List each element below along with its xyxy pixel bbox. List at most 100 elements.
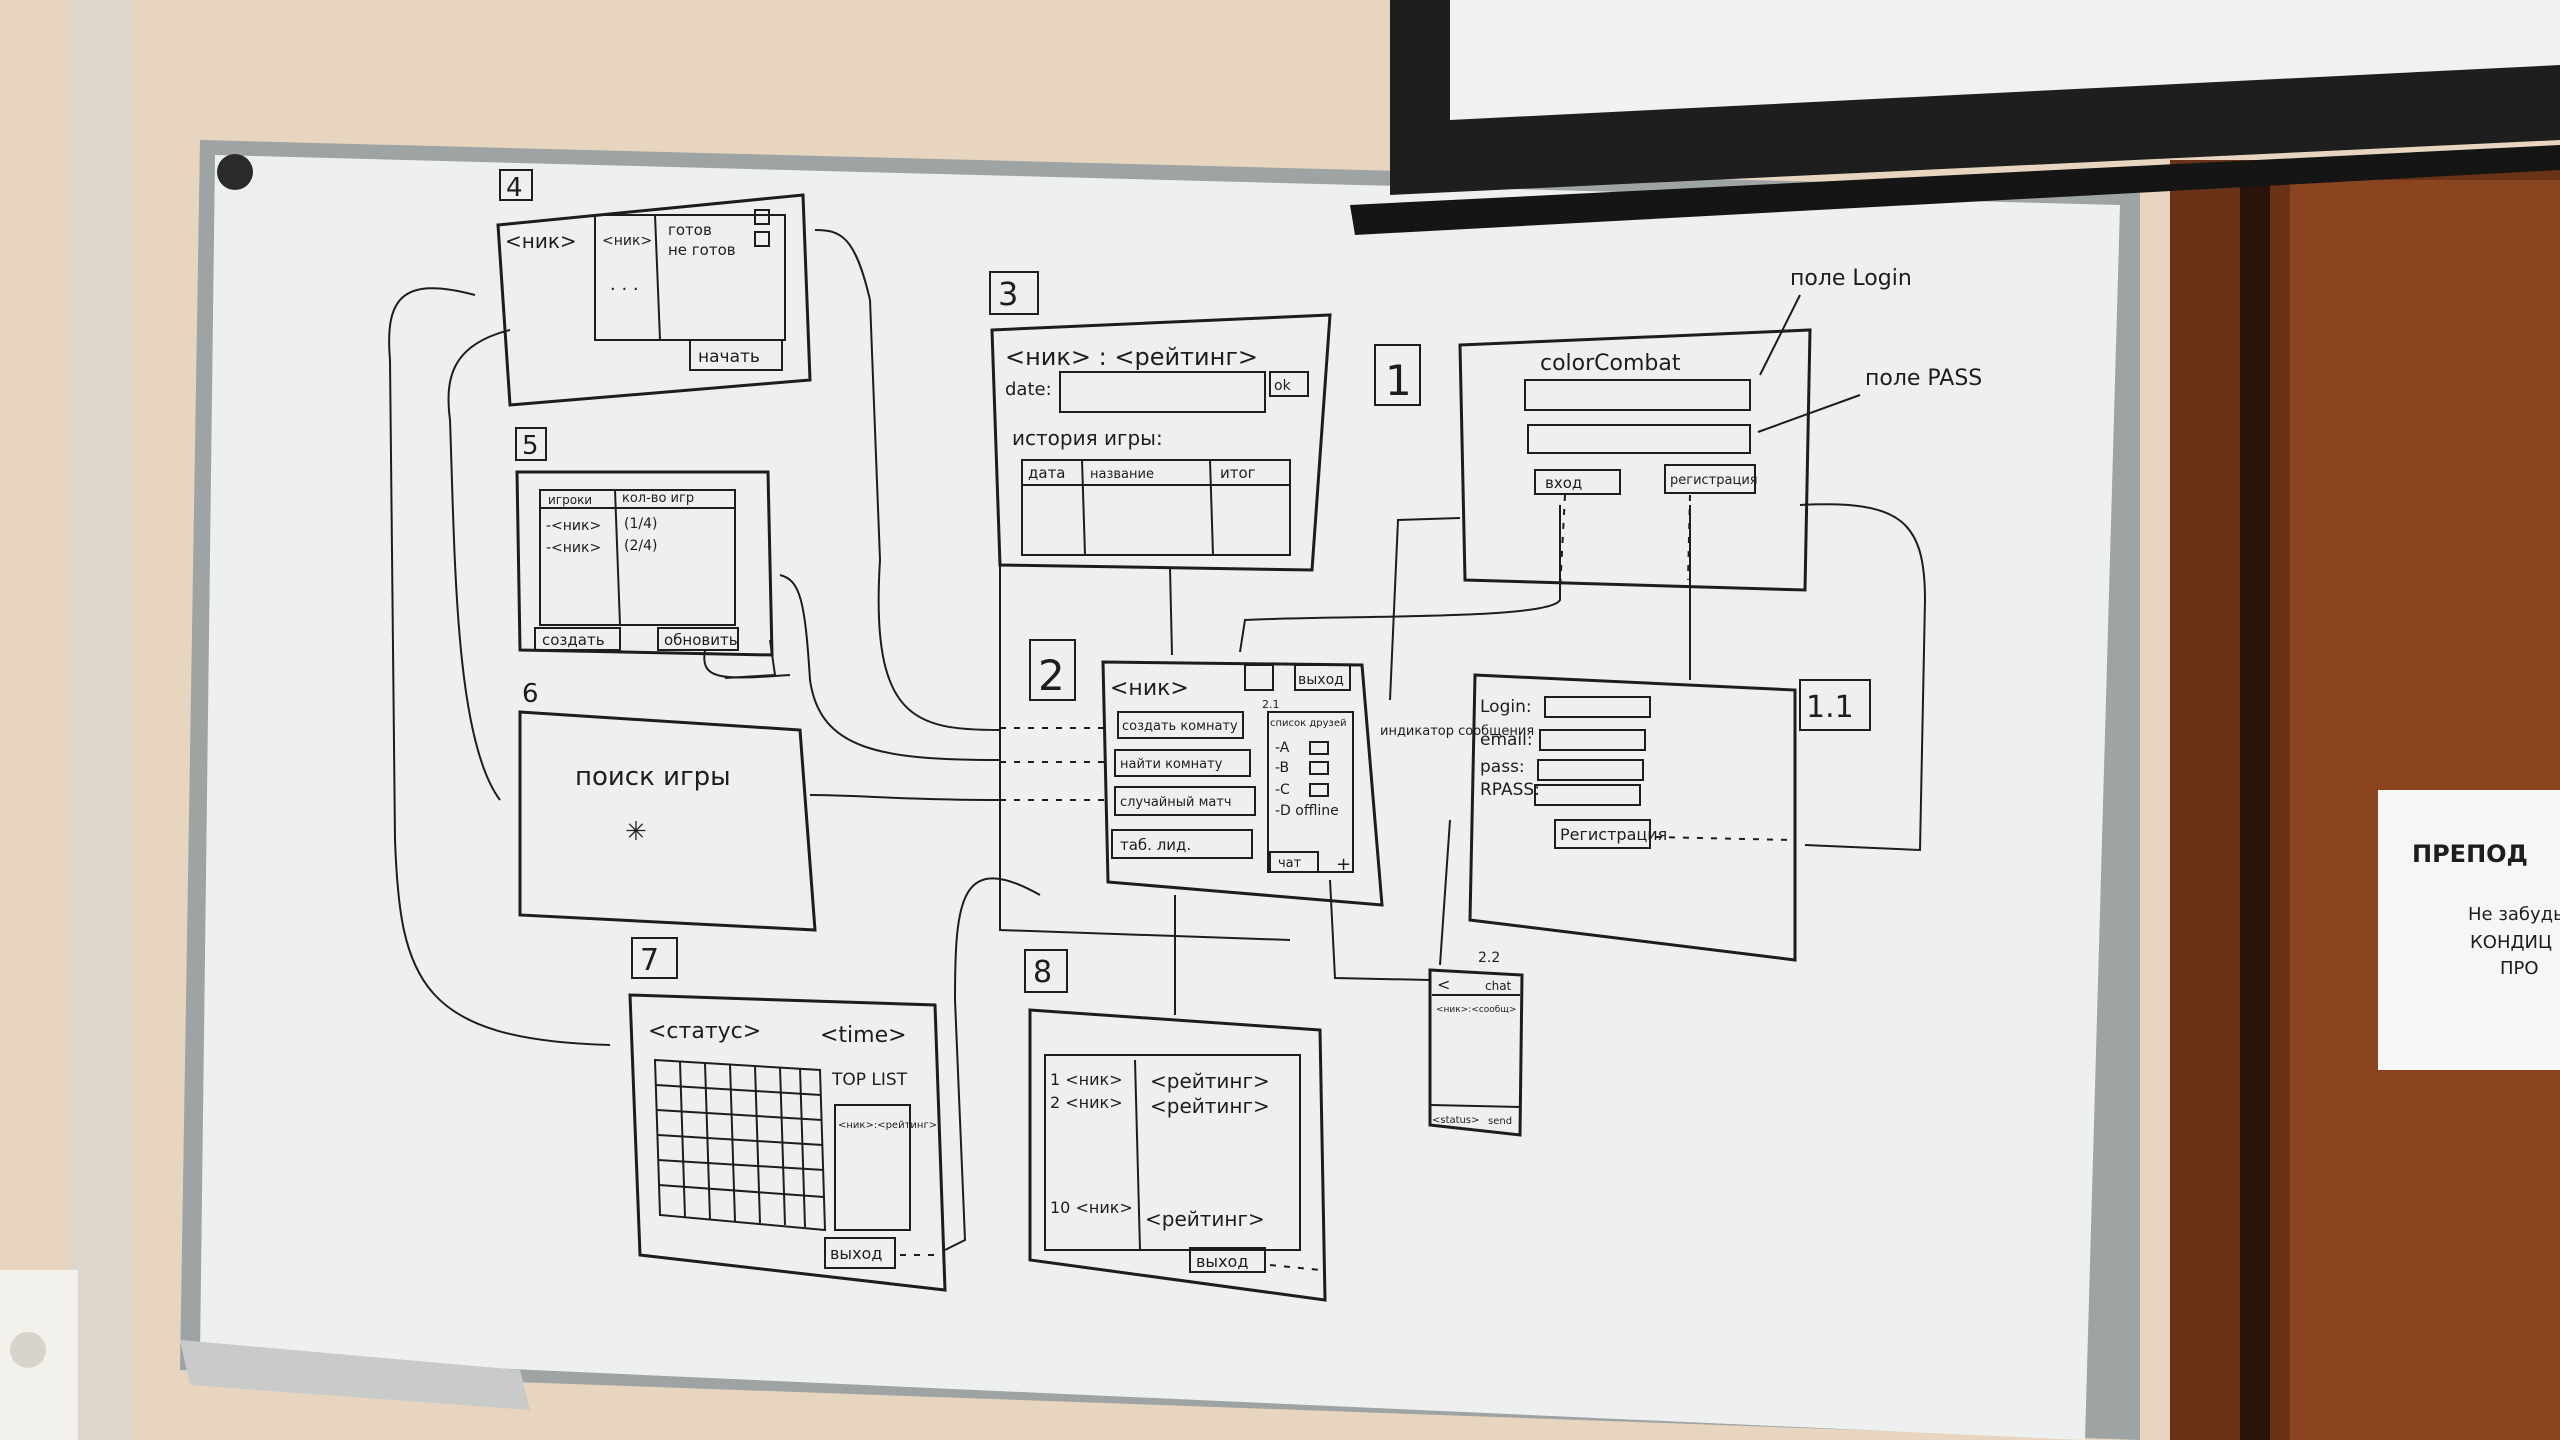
s11-l4: RPASS: bbox=[1480, 780, 1540, 800]
s4-col1: <ник> bbox=[602, 233, 652, 249]
s2-indicator: индикатор сообщения bbox=[1380, 724, 1534, 739]
sketch-2-2-chat: 2.2 < chat <ник>:<сообщ> <status> send bbox=[1428, 950, 1524, 1137]
s3-header: <ник> : <рейтинг> bbox=[1005, 343, 1258, 371]
sign-title: ПРЕПОД bbox=[2412, 840, 2528, 868]
sketch-3-profile: 3 <ник> : <рейтинг> date: ok история игр… bbox=[989, 271, 1332, 572]
s8-r1a: 1 <ник> bbox=[1050, 1070, 1123, 1089]
s22-send: send bbox=[1488, 1116, 1512, 1127]
door-gap bbox=[2240, 170, 2270, 1440]
s8-r2a: 2 <ник> bbox=[1050, 1093, 1123, 1112]
s8-r2b: <рейтинг> bbox=[1150, 1094, 1270, 1118]
s4-start-btn: начать bbox=[698, 347, 760, 367]
sketch-1-login: 1 colorCombat вход регистрация поле Logi… bbox=[1374, 266, 1982, 592]
s2-exit: выход bbox=[1298, 672, 1344, 688]
s5-r1b: (1/4) bbox=[624, 516, 657, 532]
board-surface bbox=[200, 155, 2120, 1440]
s5-btn-refresh: обновить bbox=[664, 631, 738, 649]
board-magnet bbox=[217, 154, 253, 190]
s11-register-btn: Регистрация bbox=[1560, 825, 1667, 844]
s5-r1a: -<ник> bbox=[546, 518, 601, 534]
sign-line2: КОНДИЦ bbox=[2470, 932, 2552, 953]
s5-col2: кол-во игр bbox=[622, 491, 694, 506]
s2-f1: -A bbox=[1275, 740, 1290, 756]
s3-date: date: bbox=[1005, 379, 1052, 400]
s22-back: < bbox=[1437, 975, 1450, 994]
s7-toplist-entry: <ник>:<рейтинг> bbox=[838, 1120, 937, 1131]
s22-line: <ник>:<сообщ> bbox=[1436, 1005, 1516, 1015]
s2-friends: список друзей bbox=[1270, 718, 1347, 729]
s1-enter-btn: вход bbox=[1545, 474, 1582, 492]
s11-l1: Login: bbox=[1480, 697, 1532, 717]
s8-r1b: <рейтинг> bbox=[1150, 1069, 1270, 1093]
s2-b1: создать комнату bbox=[1122, 719, 1238, 734]
s1-login-note: поле Login bbox=[1790, 266, 1912, 291]
s4-nick: <ник> bbox=[505, 229, 577, 253]
sketch-2-menu: 2 <ник> выход создать комнату найти комн… bbox=[1029, 639, 1534, 907]
s8-r10b: <рейтинг> bbox=[1145, 1207, 1265, 1231]
s1-num: 1 bbox=[1385, 356, 1412, 405]
s5-col1: игроки bbox=[548, 493, 592, 507]
s3-num: 3 bbox=[998, 275, 1018, 313]
s8-r10a: 10 <ник> bbox=[1050, 1198, 1133, 1217]
sketch-6-search: 6 поиск игры ✳ bbox=[518, 679, 817, 932]
sign-line1: Не забудь bbox=[2468, 904, 2560, 925]
s2-chat: чат bbox=[1278, 856, 1302, 871]
s8-num: 8 bbox=[1033, 955, 1052, 990]
s3-c3: итог bbox=[1220, 464, 1256, 482]
s11-num: 1.1 bbox=[1806, 690, 1854, 725]
s2-num: 2 bbox=[1038, 651, 1065, 700]
s1-title: colorCombat bbox=[1540, 351, 1681, 376]
s2-f4: -D offline bbox=[1275, 803, 1339, 819]
s22-status: <status> bbox=[1432, 1115, 1480, 1126]
s7-game-grid bbox=[653, 1058, 827, 1232]
s6-spinner-icon: ✳ bbox=[625, 817, 647, 847]
sketch-4-lobby: 4 <ник> <ник> готов не готов . . . начат… bbox=[496, 169, 812, 407]
s8-exit: выход bbox=[1196, 1252, 1248, 1271]
s1-register-btn: регистрация bbox=[1670, 473, 1758, 488]
s2-mail-icon-b bbox=[1309, 761, 1329, 775]
s2-b3: случайный матч bbox=[1120, 795, 1232, 810]
s2-mail-icon-a bbox=[1309, 741, 1329, 755]
s4-num: 4 bbox=[506, 173, 523, 203]
s5-r2b: (2/4) bbox=[624, 538, 657, 554]
wall-sign: ПРЕПОД Не забудь КОНДИЦ ПРО bbox=[2378, 790, 2560, 1070]
s11-l3: pass: bbox=[1480, 757, 1525, 777]
flow-arrows bbox=[388, 229, 1927, 1271]
socket-hole bbox=[10, 1332, 46, 1368]
s7-status: <статус> bbox=[648, 1019, 761, 1044]
s11-l2: email: bbox=[1480, 730, 1533, 750]
s2-mail-icon-c bbox=[1309, 783, 1329, 797]
marker-tray bbox=[180, 1340, 530, 1410]
s5-num: 5 bbox=[522, 431, 539, 461]
s5-btn-create: создать bbox=[542, 631, 605, 649]
screen-bottom-bar bbox=[1350, 145, 2560, 235]
s2-nick: <ник> bbox=[1110, 676, 1189, 701]
sketch-1-1-register: 1.1 Login: email: pass: RPASS: Регистрац… bbox=[1468, 673, 1871, 962]
sketch-5-rooms: 5 игроки кол-во игр -<ник> (1/4) -<ник> … bbox=[515, 427, 774, 657]
s22-chat: chat bbox=[1485, 979, 1512, 993]
door-frame bbox=[70, 0, 132, 1440]
s2-f3: -C bbox=[1275, 782, 1290, 798]
s3-c2: название bbox=[1090, 467, 1154, 482]
s2-f2: -B bbox=[1275, 760, 1289, 776]
projector-screen-surface bbox=[1450, 0, 2560, 120]
s7-time: <time> bbox=[820, 1023, 907, 1048]
s3-history: история игры: bbox=[1012, 426, 1163, 450]
sketch-8-leaderboard: 8 1 <ник> <рейтинг> 2 <ник> <рейтинг> 10… bbox=[1024, 949, 1327, 1302]
sketch-7-game: 7 <статус> <time> TOP LIST <ник>:<рейтин… bbox=[628, 937, 947, 1292]
s4-col3: не готов bbox=[668, 241, 736, 259]
s1-pass-note: поле PASS bbox=[1865, 366, 1982, 391]
s4-dots: . . . bbox=[610, 274, 639, 295]
s6-text: поиск игры bbox=[575, 762, 731, 792]
s2-sub: 2.1 bbox=[1262, 698, 1280, 711]
s2-b4: таб. лид. bbox=[1120, 836, 1191, 854]
s6-num: 6 bbox=[522, 679, 539, 709]
s3-ok: ok bbox=[1274, 378, 1292, 394]
s2-plus: + bbox=[1336, 854, 1351, 875]
s2-b2: найти комнату bbox=[1120, 757, 1223, 772]
s4-col2: готов bbox=[668, 221, 712, 239]
s5-r2a: -<ник> bbox=[546, 540, 601, 556]
s7-exit: выход bbox=[830, 1244, 882, 1263]
sign-line3: ПРО bbox=[2500, 958, 2539, 979]
